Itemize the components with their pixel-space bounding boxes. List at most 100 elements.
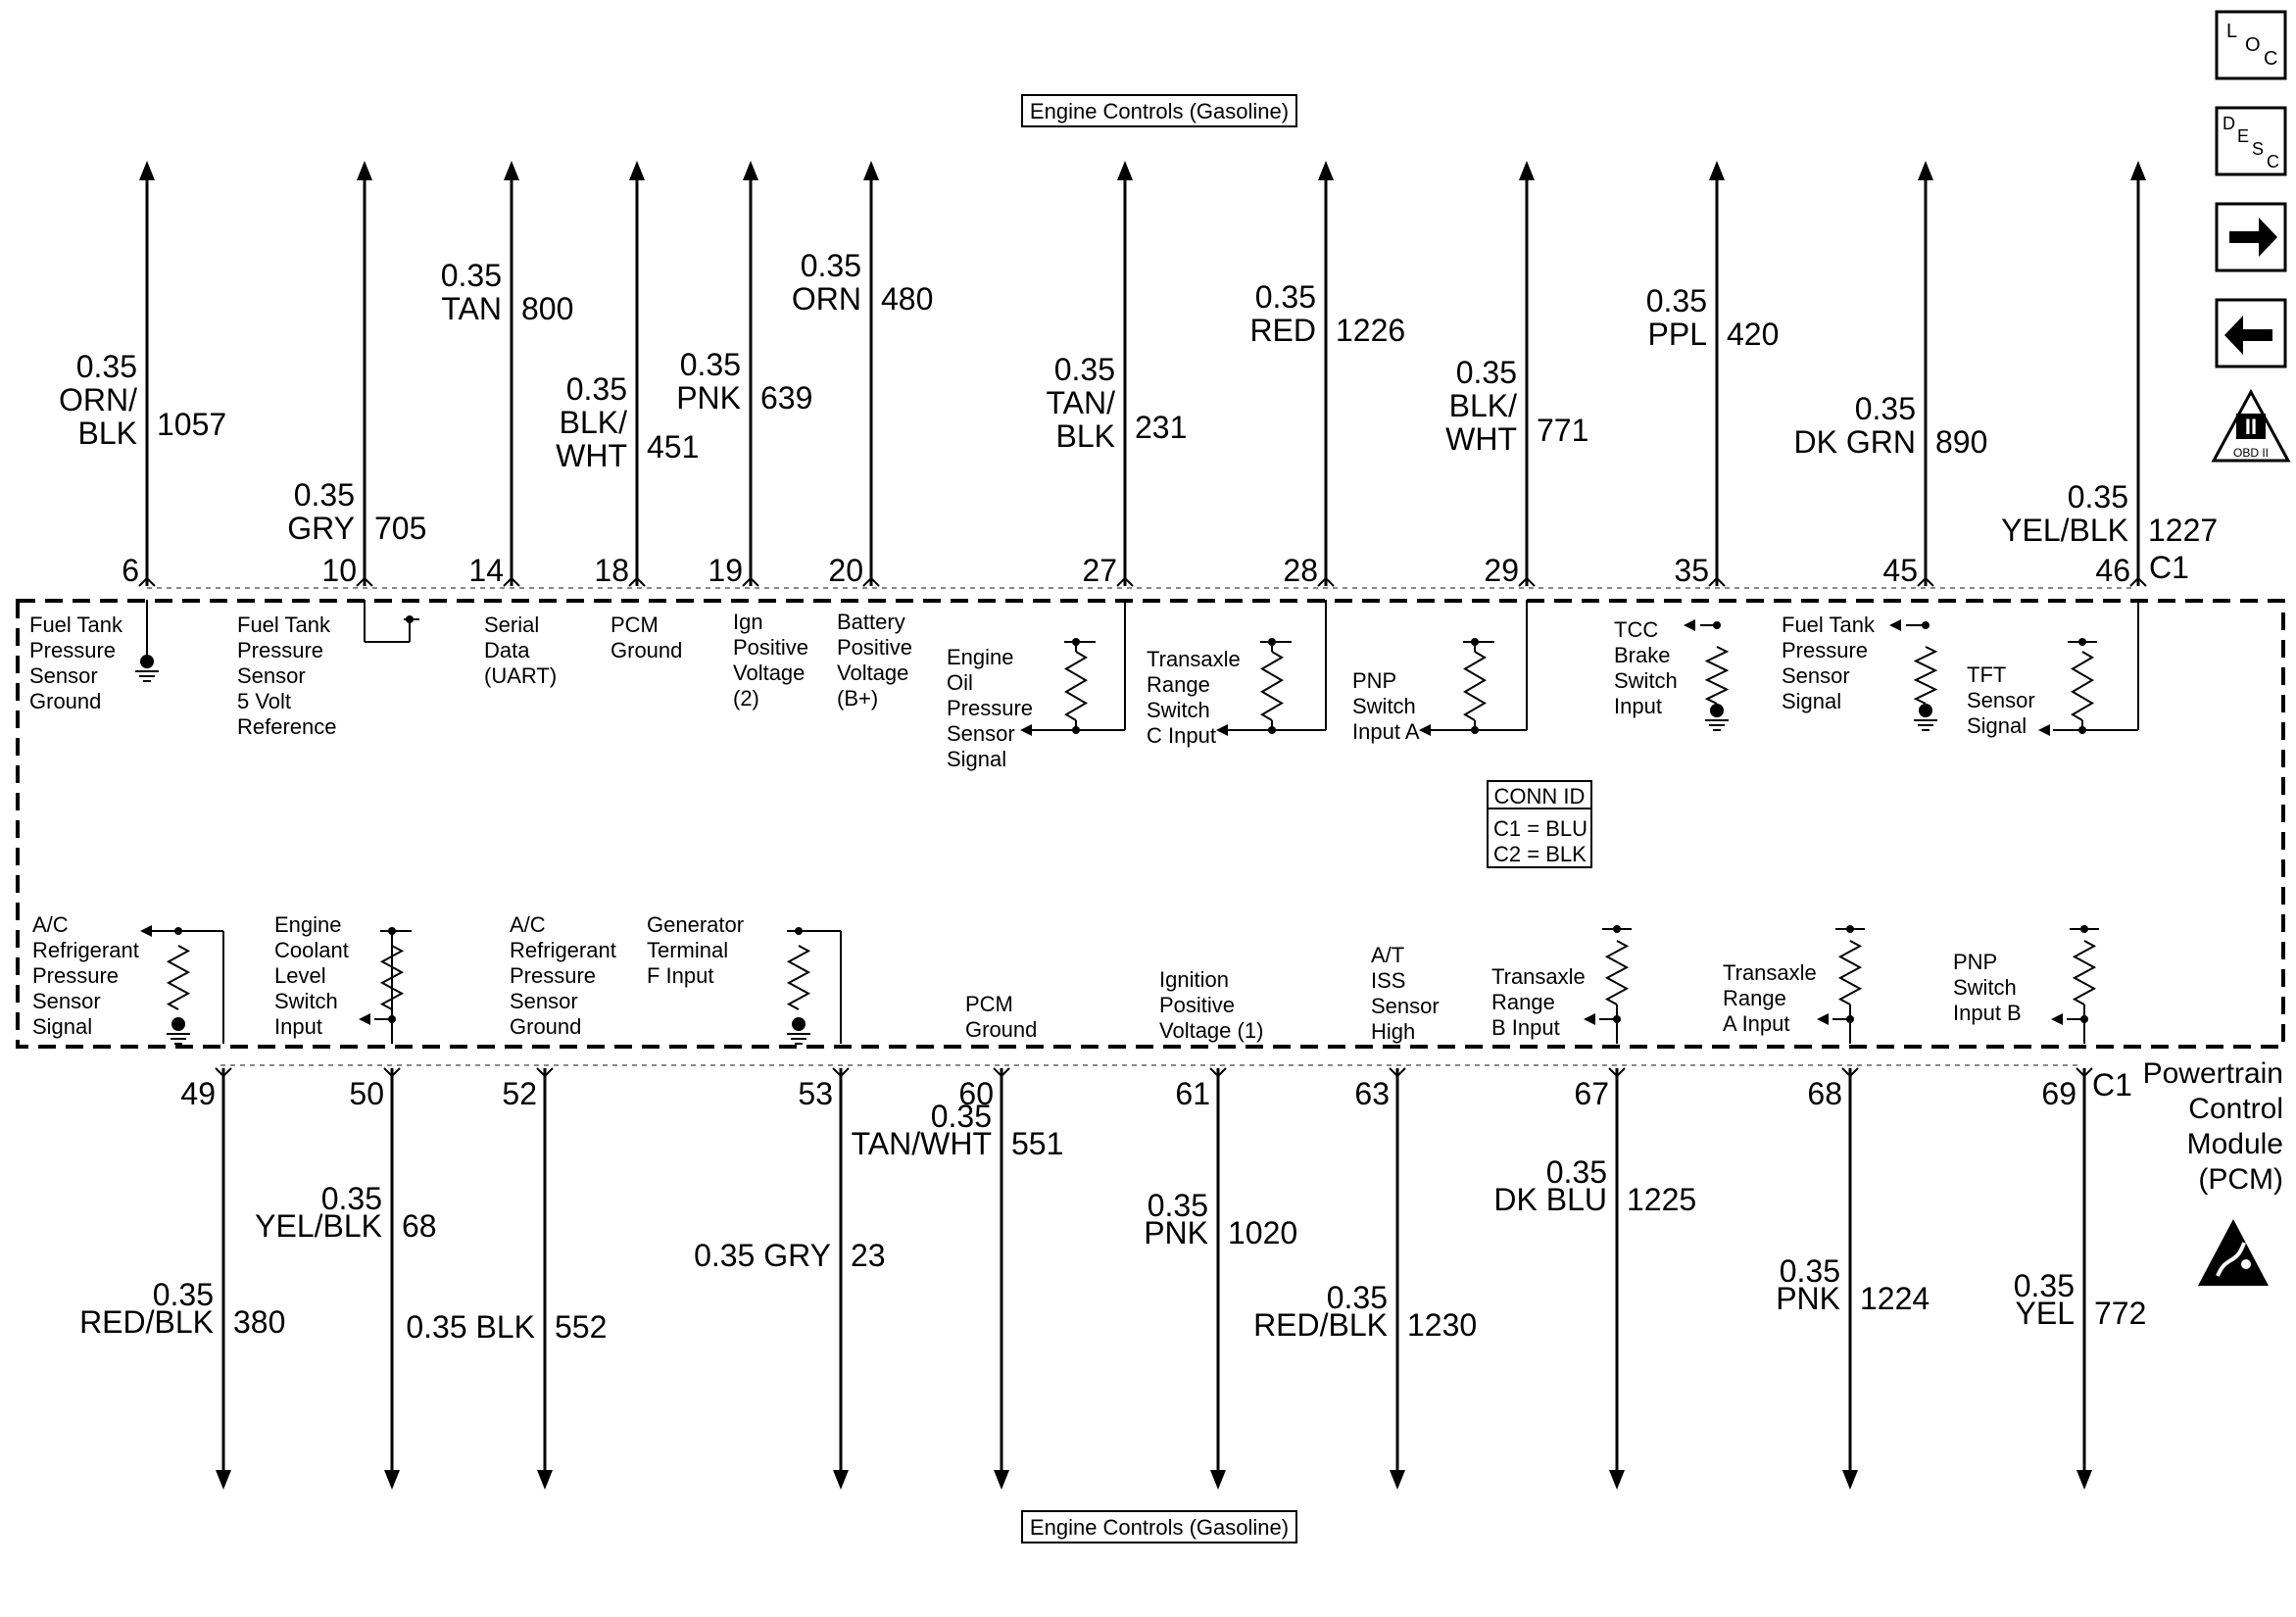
conn-id-c1: C1 = BLU: [1493, 816, 1588, 841]
circuit-number: 639: [760, 380, 812, 416]
pin-description: Switch: [274, 989, 338, 1013]
loc-icon[interactable]: L O C: [2215, 10, 2287, 80]
connector-chevron: [742, 576, 759, 587]
pin-description: A Input: [1723, 1011, 1790, 1036]
pin-number: 60: [958, 1076, 994, 1111]
connector-chevron: [2076, 1067, 2093, 1078]
wire-color: TAN/WHT: [852, 1126, 992, 1161]
arrow-down-icon: [994, 1470, 1009, 1490]
pin-number: 18: [594, 553, 629, 588]
circuit-number: 1230: [1407, 1307, 1477, 1343]
circuit-number: 1224: [1860, 1281, 1930, 1316]
wire-gauge: 0.35: [566, 371, 627, 407]
pin-description: Positive: [733, 635, 808, 660]
connector-chevron: [356, 576, 373, 587]
pin-description: Serial: [484, 612, 539, 637]
wire-color: YEL: [2016, 1296, 2075, 1331]
pin-number: 6: [122, 553, 139, 588]
connector-chevron: [862, 576, 880, 587]
pin-description: Battery: [837, 610, 905, 634]
pin-description: Input: [1614, 694, 1662, 718]
wire-color: BLK: [78, 416, 137, 451]
next-arrow-icon[interactable]: [2215, 202, 2287, 272]
arrow-up-icon: [1519, 161, 1535, 180]
ground-icon: [787, 1017, 810, 1045]
resistor-icon: [1604, 940, 1630, 1005]
module-label-line-3: Module: [2187, 1128, 2283, 1160]
connector-chevron: [993, 1067, 1010, 1078]
pin-description: Voltage: [837, 661, 908, 685]
pin-description: Signal: [947, 747, 1006, 771]
conn-id-title: CONN ID: [1494, 784, 1586, 808]
bottom-banner[interactable]: Engine Controls (Gasoline): [1021, 1510, 1297, 1544]
wire-gauge: 0.35: [1054, 352, 1115, 387]
wire-gauge: 0.35: [801, 248, 861, 283]
pin-description: Voltage: [733, 661, 805, 685]
pin-description: A/C: [32, 912, 69, 937]
arrow-up-icon: [139, 161, 155, 180]
connector-c1-bottom: C1: [2092, 1067, 2132, 1102]
junction-dot: [2080, 925, 2088, 933]
pin-description: PNP: [1953, 950, 1997, 974]
wire-gauge: 0.35: [1855, 391, 1916, 426]
pin-description: Signal: [1967, 713, 2027, 738]
pin-description: Pressure: [1782, 638, 1868, 662]
circuit-number: 772: [2094, 1296, 2146, 1331]
arrow-up-icon: [1918, 161, 1933, 180]
desc-icon[interactable]: D E S C: [2215, 106, 2287, 176]
esd-warning-icon: [2198, 1219, 2269, 1286]
arrow-up-icon: [743, 161, 758, 180]
arrow-down-icon: [384, 1470, 400, 1490]
wire-gauge: 0.35: [2068, 479, 2128, 514]
wire-color: RED/BLK: [79, 1304, 214, 1340]
arrow-left-icon: [1684, 619, 1695, 631]
obd-ii-icon[interactable]: II OBD II: [2211, 388, 2291, 463]
circuit-number: 1020: [1228, 1215, 1297, 1250]
pin-description: Sensor: [1371, 994, 1440, 1018]
prev-arrow-icon[interactable]: [2215, 298, 2287, 368]
circuit-number: 480: [881, 281, 933, 317]
arrow-left-icon: [359, 1013, 370, 1025]
arrow-up-icon: [863, 161, 879, 180]
pin-description: Input A: [1352, 719, 1420, 744]
desc-letter-d: D: [2223, 114, 2235, 133]
arrow-left-icon: [1419, 724, 1431, 736]
wire-color: PNK: [1144, 1215, 1208, 1250]
top-banner[interactable]: Engine Controls (Gasoline): [1021, 94, 1297, 127]
circuit-number: 890: [1935, 424, 1987, 460]
pin-number: 63: [1354, 1076, 1390, 1111]
ground-icon: [167, 1017, 190, 1045]
pin-description: Terminal: [647, 938, 728, 962]
wire-color: DK BLU: [1493, 1182, 1607, 1217]
connector-chevron: [1317, 576, 1335, 587]
pin-description: B Input: [1491, 1015, 1560, 1040]
resistor-icon: [1064, 651, 1088, 721]
connector-chevron: [1116, 576, 1134, 587]
wire-gauge: 0.35: [294, 477, 355, 513]
circuit-number: 231: [1135, 410, 1187, 445]
